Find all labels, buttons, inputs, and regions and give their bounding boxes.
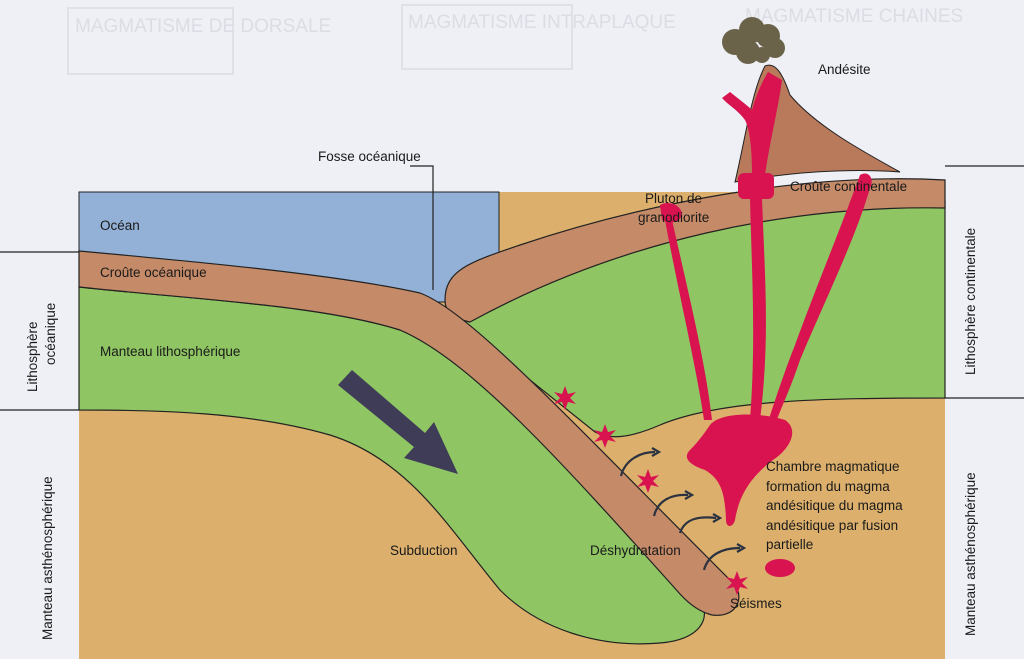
oceanic-crust-slab [78,250,740,616]
magma-droplet [765,559,795,577]
continental-crust [444,178,946,323]
side-column-lines [0,165,1024,411]
earthquake-icon [637,469,659,493]
dehydration-arrows [619,447,747,571]
label-seismes: Séismes [730,596,782,611]
label-croute-oceanique: Croûte océanique [100,265,207,280]
label-ocean: Océan [100,218,140,233]
volcanic-conduit [722,72,782,175]
pluton-granodiorite [738,173,774,199]
fosse-pointer-line [410,165,434,290]
arrow-icon [702,546,741,571]
side-label-lithosphere-oceanique-1: Lithosphère [25,321,40,392]
arrow-icon [678,516,717,534]
label-manteau-lithospherique: Manteau lithosphérique [100,344,240,359]
earthquake-icon [726,571,748,595]
chambre-line: formation du magma [766,479,890,494]
label-chambre-magmatique: Chambre magmatique formation du magma an… [766,459,903,552]
side-label-manteau-asthenospherique-right: Manteau asthénosphérique [963,472,978,636]
earthquake-icon [554,386,576,410]
label-fosse-oceanique: Fosse océanique [318,149,421,164]
arrow-icon [652,493,689,517]
background-headings: MAGMATISME DE DORSALE MAGMATISME INTRAPL… [67,4,963,75]
side-label-lithosphere-continentale: Lithosphère continentale [963,228,978,375]
chambre-line: partielle [766,537,813,552]
arrow-icon [619,450,656,477]
label-pluton-1: Pluton de [645,191,702,206]
ghost-heading-intraplaque: MAGMATISME INTRAPLAQUE [408,12,676,33]
chambre-line: Chambre magmatique [766,459,900,474]
chambre-line: andésitique par fusion [766,518,898,533]
earthquake-icon [594,424,616,448]
label-pluton-2: granodiorite [638,210,709,225]
magma-chamber [686,414,793,526]
earthquake-stars [554,386,748,595]
side-label-lithosphere-oceanique-2: océanique [43,303,58,365]
label-subduction: Subduction [390,543,458,558]
ghost-heading-chaines: MAGMATISME CHAINES [745,6,963,27]
chambre-line: andésitique du magma [766,498,903,513]
subduction-direction-arrow [338,370,458,474]
ghost-heading-dorsale: MAGMATISME DE DORSALE [75,16,331,37]
label-andesite: Andésite [818,62,871,77]
label-deshydratation: Déshydratation [590,543,681,558]
magma-system [660,72,872,577]
ash-cloud-icon [722,17,785,64]
label-croute-continentale: Croûte continentale [790,179,907,194]
side-label-manteau-asthenospherique-left: Manteau asthénosphérique [40,476,55,640]
